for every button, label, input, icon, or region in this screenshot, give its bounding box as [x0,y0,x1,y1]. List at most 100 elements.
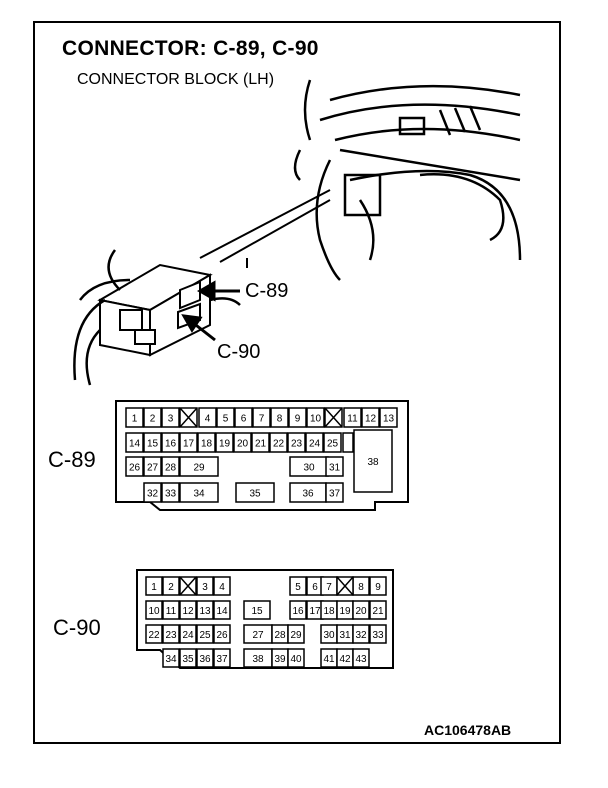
pin-number: 11 [166,606,177,617]
pin-number: 16 [165,439,177,450]
pin-number: 6 [312,582,318,593]
connector-block-drawing [97,263,213,357]
pin-19: 19 [215,432,234,453]
pin-26: 26 [213,624,231,644]
pin-number: 28 [165,463,177,474]
pin-27: 27 [143,456,162,477]
pin-number: 4 [219,582,225,593]
pin-number: 22 [273,439,285,450]
pin-number: 4 [205,414,211,425]
pin-32: 32 [143,482,162,503]
pin-5: 5 [289,576,307,596]
pin-number: 15 [147,439,159,450]
pin-26: 26 [125,456,144,477]
pin-2: 2 [143,407,162,428]
blank-cavity-x [179,407,198,428]
pin-number: 7 [259,414,265,425]
pin-20: 20 [233,432,252,453]
pin-number: 28 [274,630,286,641]
pin-18: 18 [197,432,216,453]
pin-8: 8 [352,576,370,596]
pin-number: 38 [252,654,264,665]
pin-3: 3 [161,407,180,428]
cavity-blank [342,432,354,453]
pin-number: 17 [183,439,195,450]
pin-18: 18 [320,600,338,620]
pin-number: 35 [249,489,261,500]
pin-number: 13 [383,414,395,425]
pin-number: 15 [251,606,263,617]
pin-12: 12 [361,407,380,428]
pin-24: 24 [305,432,324,453]
pin-number: 8 [358,582,364,593]
pin-number: 36 [199,654,211,665]
pin-19: 19 [336,600,354,620]
pin-13: 13 [379,407,398,428]
pin-number: 17 [309,606,321,617]
pin-number: 23 [165,630,177,641]
pin-number: 30 [303,463,315,474]
pin-13: 13 [196,600,214,620]
pin-number: 32 [147,489,159,500]
pin-number: 34 [193,489,205,500]
pin-number: 30 [323,630,335,641]
blank-cavity-x [324,407,343,428]
pin-36: 36 [289,482,327,503]
pin-10: 10 [306,407,325,428]
pin-number: 24 [309,439,321,450]
pin-number: 23 [291,439,303,450]
pin-number: 27 [147,463,159,474]
leader-lines [199,189,331,268]
pin-number: 38 [367,457,379,468]
pin-number: 8 [277,414,283,425]
pin-41: 41 [320,648,338,668]
pin-number: 2 [150,414,156,425]
pin-number: 35 [182,654,194,665]
pin-number: 19 [219,439,231,450]
pin-25: 25 [323,432,342,453]
pin-12: 12 [179,600,197,620]
pin-38: 38 [243,648,273,668]
pin-number: 7 [326,582,332,593]
pin-6: 6 [306,576,324,596]
pin-number: 13 [199,606,211,617]
pin-9: 9 [288,407,307,428]
pin-11: 11 [162,600,180,620]
pin-10: 10 [145,600,163,620]
pin-number: 22 [148,630,160,641]
pin-number: 5 [223,414,229,425]
pin-number: 29 [290,630,302,641]
pin-number: 11 [347,414,358,425]
pin-number: 25 [199,630,211,641]
pin-8: 8 [270,407,289,428]
pin-7: 7 [252,407,271,428]
connector-label-c90: C-90 [53,615,101,640]
pin-number: 33 [165,489,177,500]
pin-33: 33 [161,482,180,503]
pin-39: 39 [271,648,289,668]
pin-number: 26 [129,463,141,474]
pin-22: 22 [145,624,163,644]
pin-number: 3 [202,582,208,593]
pin-number: 37 [216,654,228,665]
pin-number: 14 [216,606,228,617]
pin-number: 20 [237,439,249,450]
pin-number: 40 [290,654,302,665]
pin-28: 28 [161,456,180,477]
pin-2: 2 [162,576,180,596]
pin-11: 11 [343,407,362,428]
pin-37: 37 [325,482,344,503]
pin-number: 43 [355,654,367,665]
pin-40: 40 [287,648,305,668]
pin-24: 24 [179,624,197,644]
pin-34: 34 [162,648,180,668]
pin-23: 23 [162,624,180,644]
pin-31: 31 [325,456,344,477]
pin-9: 9 [369,576,387,596]
pin-14: 14 [125,432,144,453]
pin-15: 15 [143,432,162,453]
pin-42: 42 [336,648,354,668]
pin-number: 18 [323,606,335,617]
pin-38: 38 [353,429,393,493]
